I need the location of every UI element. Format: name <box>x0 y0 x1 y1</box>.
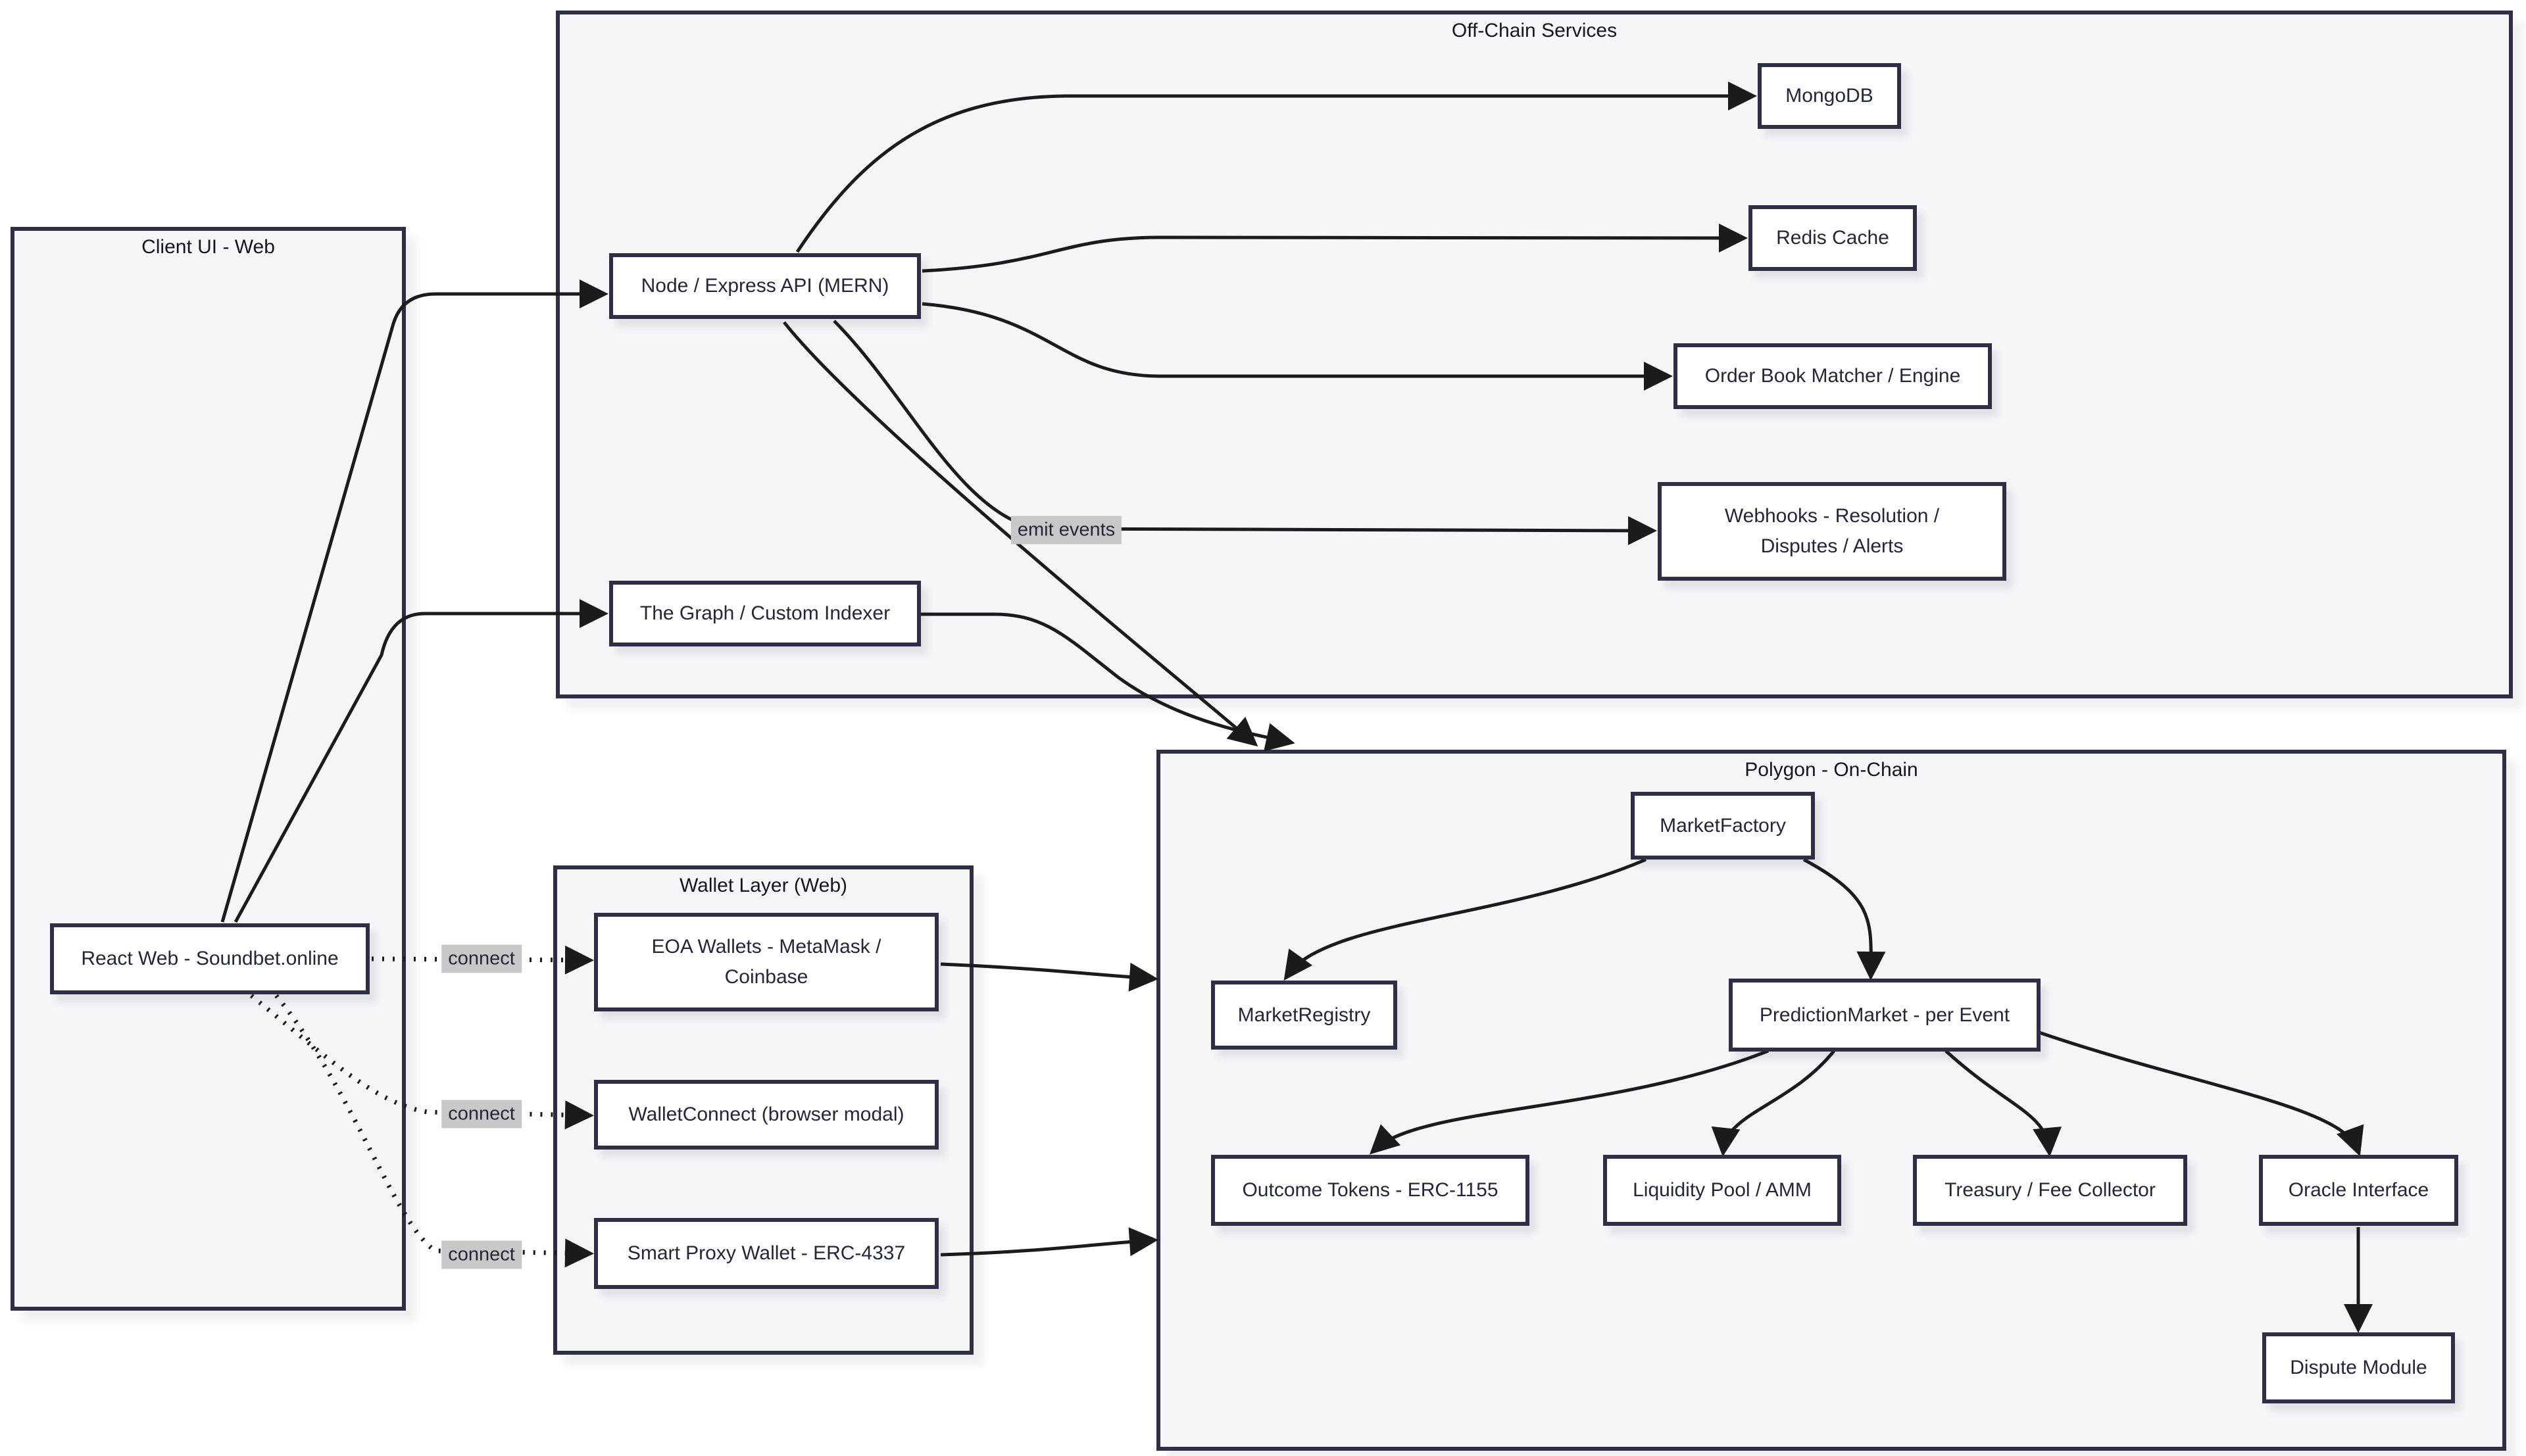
node-label: Oracle Interface <box>2288 1179 2429 1201</box>
container-client-ui: Client UI - Web <box>11 227 406 1311</box>
node-walletconnect: WalletConnect (browser modal) <box>594 1080 939 1150</box>
edge-market-factory-to-market-registry <box>1283 858 1647 981</box>
edge-react-to-graph-indexer <box>234 599 608 923</box>
node-label-line1: Webhooks - Resolution / <box>1724 505 1940 527</box>
edge-react-connect-eoa-wallets <box>371 945 594 975</box>
node-market-factory: MarketFactory <box>1631 792 1815 860</box>
edge-node-api-to-redis <box>922 223 1748 273</box>
node-smart-proxy-wallet: Smart Proxy Wallet - ERC-4337 <box>594 1218 939 1289</box>
edge-eoa-wallets-to-polygon <box>940 962 1158 992</box>
edge-graph-indexer-to-polygon <box>917 612 1295 752</box>
edge-react-connect-smart-proxy <box>274 994 594 1268</box>
edge-market-factory-to-prediction-market <box>1802 858 1886 981</box>
node-outcome-tokens: Outcome Tokens - ERC-1155 <box>1211 1155 1529 1226</box>
node-label: Smart Proxy Wallet - ERC-4337 <box>627 1242 906 1264</box>
node-webhooks: Webhooks - Resolution / Disputes / Alert… <box>1658 482 2006 581</box>
node-liquidity-pool: Liquidity Pool / AMM <box>1603 1155 1841 1226</box>
edge-label-connect-eoa: connect <box>441 944 522 973</box>
node-label: The Graph / Custom Indexer <box>639 602 891 624</box>
node-label: MongoDB <box>1785 85 1873 107</box>
node-label: Outcome Tokens - ERC-1155 <box>1242 1179 1498 1201</box>
container-title-wallet-layer: Wallet Layer (Web) <box>679 875 848 896</box>
edge-node-api-to-orderbook <box>922 302 1673 391</box>
node-label: MarketRegistry <box>1237 1004 1371 1026</box>
node-eoa-wallets: EOA Wallets - MetaMask / Coinbase <box>594 913 939 1011</box>
node-redis-cache: Redis Cache <box>1748 205 1917 271</box>
edge-node-api-to-webhooks-emit-events <box>833 320 1657 545</box>
node-label: Treasury / Fee Collector <box>1944 1179 2156 1201</box>
node-node-express-api: Node / Express API (MERN) <box>609 253 921 319</box>
edge-label-connect-smart-proxy: connect <box>441 1240 522 1269</box>
node-label: Liquidity Pool / AMM <box>1633 1179 1812 1201</box>
node-label-line2: Disputes / Alerts <box>1760 535 1904 557</box>
node-graph-indexer: The Graph / Custom Indexer <box>609 581 921 646</box>
node-market-registry: MarketRegistry <box>1211 981 1397 1050</box>
node-label: Order Book Matcher / Engine <box>1704 365 1961 387</box>
node-prediction-market: PredictionMarket - per Event <box>1729 979 2041 1052</box>
node-label: PredictionMarket - per Event <box>1759 1004 2010 1026</box>
node-treasury: Treasury / Fee Collector <box>1913 1155 2187 1226</box>
edge-prediction-market-to-oracle <box>2039 1031 2364 1157</box>
node-label-line2: Coinbase <box>724 966 808 988</box>
node-oracle-interface: Oracle Interface <box>2259 1155 2458 1226</box>
edge-prediction-market-to-treasury <box>1944 1050 2062 1157</box>
edge-node-api-to-mongodb <box>795 82 1757 253</box>
edge-prediction-market-to-outcome-tokens <box>1369 1049 1769 1155</box>
node-label-line1: EOA Wallets - MetaMask / <box>651 936 881 958</box>
node-label: Node / Express API (MERN) <box>641 275 889 297</box>
node-dispute-module: Dispute Module <box>2262 1332 2455 1403</box>
node-order-book-matcher: Order Book Matcher / Engine <box>1673 343 1992 409</box>
edge-prediction-market-to-liquidity-pool <box>1711 1050 1835 1157</box>
node-react-web: React Web - Soundbet.online <box>50 923 370 994</box>
node-label: React Web - Soundbet.online <box>81 948 339 969</box>
edge-react-to-node-api <box>220 279 608 923</box>
node-mongodb: MongoDB <box>1758 63 1901 129</box>
edge-label-emit-events: emit events <box>1010 516 1122 545</box>
container-title-polygon: Polygon - On-Chain <box>1745 759 1918 781</box>
edge-react-connect-walletconnect <box>249 994 594 1130</box>
node-label: Dispute Module <box>2290 1357 2427 1378</box>
node-label: Redis Cache <box>1776 227 1889 249</box>
node-label: WalletConnect (browser modal) <box>628 1104 904 1125</box>
node-label: MarketFactory <box>1660 814 1786 837</box>
container-title-client-ui: Client UI - Web <box>141 236 275 258</box>
edge-label-connect-walletconnect: connect <box>441 1100 522 1128</box>
container-title-off-chain: Off-Chain Services <box>1451 20 1618 41</box>
edge-smart-proxy-to-polygon <box>940 1227 1158 1257</box>
